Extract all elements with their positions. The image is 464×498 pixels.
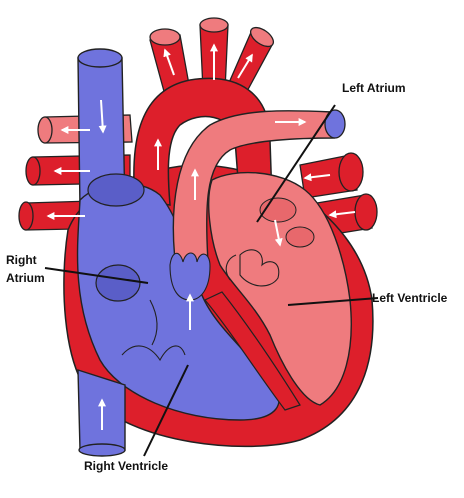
label-right-atrium-line1: Right <box>6 253 37 267</box>
label-left-atrium: Left Atrium <box>342 81 406 95</box>
right-atrium-opening <box>95 264 141 302</box>
pulmonary-artery-opening <box>324 109 346 139</box>
left-heart-chamber <box>208 171 352 406</box>
valve-icon <box>121 249 280 362</box>
left-ventricle-leader <box>287 297 379 306</box>
right-ventricle-leader <box>143 364 189 457</box>
svc-opening <box>77 48 123 68</box>
right-atrium-leader <box>44 267 149 284</box>
left-atrium-leader <box>256 104 336 223</box>
leader-lines <box>44 104 379 457</box>
flow-arrow-icon <box>46 43 356 430</box>
septum <box>204 291 301 411</box>
label-right-atrium-line2: Atrium <box>6 271 45 285</box>
label-left-ventricle: Left Ventricle <box>372 291 448 305</box>
svc-junction <box>87 173 145 207</box>
label-right-ventricle: Right Ventricle <box>84 459 168 473</box>
